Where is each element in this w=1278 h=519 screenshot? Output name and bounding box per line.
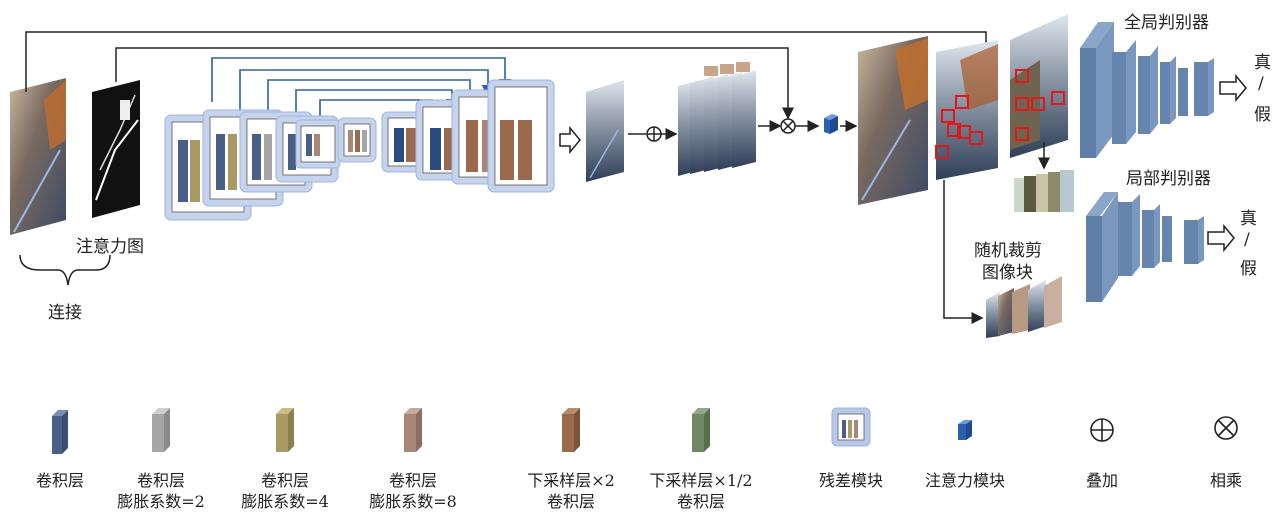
legend-item-conv: 卷积层 — [0, 470, 125, 491]
legend-item-dilated-4: 卷积层 膨胀系数=4 — [220, 470, 350, 512]
dilated-conv-4-cube — [276, 408, 294, 452]
legend-item-dilated-8: 卷积层 膨胀系数=8 — [348, 470, 478, 512]
encoder-frames — [164, 109, 341, 221]
downsample-cube — [562, 408, 580, 452]
local-fake-label: 假 — [1240, 259, 1257, 279]
local-slash-label: / — [1244, 230, 1250, 250]
global-real-label: 真 — [1254, 53, 1271, 73]
input-rainy-image — [10, 78, 66, 235]
decoder-frames — [381, 79, 555, 193]
patch-selection-image — [935, 40, 998, 180]
local-real-label: 真 — [1240, 209, 1257, 229]
residual-block-icon — [831, 407, 871, 447]
legend-item-downsample: 下采样层×2 卷积层 — [506, 470, 636, 512]
legend-item-dilated-2: 卷积层 膨胀系数=2 — [96, 470, 226, 512]
local-discriminator-label: 局部判别器 — [1126, 169, 1211, 189]
restored-image — [858, 36, 928, 205]
concat-brace — [19, 254, 111, 286]
dilated-conv-8-cube — [404, 408, 422, 452]
attention-map-label: 注意力图 — [76, 237, 144, 257]
concat-label: 连接 — [48, 303, 82, 323]
global-output-arrow — [1219, 73, 1247, 103]
legend-line1: 卷积层 — [260, 471, 309, 490]
legend-line1: 卷积层 — [136, 471, 185, 490]
legend-item-add: 叠加 — [1037, 470, 1167, 491]
ground-truth-image — [1010, 14, 1068, 158]
random-crop-patches-top — [1014, 170, 1074, 212]
global-discriminator — [1080, 22, 1214, 158]
multiply-operator — [780, 118, 796, 134]
legend-line1: 卷积层 — [388, 471, 437, 490]
legend-line1: 下采样层×1/2 — [649, 471, 753, 490]
global-discriminator-label: 全局判别器 — [1124, 13, 1209, 33]
bottleneck-block — [337, 117, 377, 163]
legend-line2: 膨胀系数=2 — [117, 492, 205, 511]
legend-line1: 叠加 — [1085, 471, 1118, 490]
generator-network — [164, 57, 555, 221]
attention-module-icon — [958, 420, 972, 440]
legend-line2: 膨胀系数=4 — [241, 492, 329, 511]
attention-map-image — [92, 80, 140, 218]
random-crop-label-line2: 图像块 — [982, 263, 1033, 283]
attention-module-cube — [824, 114, 838, 134]
legend-item-multiply: 相乘 — [1161, 470, 1278, 491]
generator-output-image — [586, 80, 624, 182]
random-crop-patches-bottom — [986, 276, 1062, 338]
global-slash-label: / — [1258, 74, 1264, 94]
stacked-feature-images — [678, 62, 756, 176]
skip-connection-input — [25, 31, 987, 92]
legend-line2: 卷积层 — [546, 492, 595, 511]
dilated-conv-2-cube — [152, 408, 170, 452]
legend-item-attention: 注意力模块 — [900, 470, 1030, 491]
add-operator — [646, 126, 662, 142]
legend-line1: 卷积层 — [35, 471, 84, 490]
local-discriminator — [1086, 192, 1204, 302]
output-hollow-arrow — [559, 125, 581, 155]
global-fake-label: 假 — [1254, 105, 1271, 125]
legend-line1: 注意力模块 — [924, 471, 1005, 490]
random-crop-label-line1: 随机裁剪 — [974, 241, 1042, 261]
legend-line2: 膨胀系数=8 — [369, 492, 457, 511]
legend-item-upsample: 下采样层×1/2 卷积层 — [636, 470, 766, 512]
skip-connection-attention — [115, 47, 794, 120]
legend-line1: 残差模块 — [818, 471, 883, 490]
legend-item-residual: 残差模块 — [786, 470, 916, 491]
legend-line1: 相乘 — [1209, 471, 1242, 490]
multiply-operator-icon — [1214, 416, 1238, 440]
local-output-arrow — [1207, 223, 1235, 253]
legend-line1: 下采样层×2 — [527, 471, 615, 490]
legend-line2: 卷积层 — [676, 492, 725, 511]
legend-icons — [52, 407, 1238, 454]
upsample-cube — [692, 408, 710, 452]
conv-cube — [52, 410, 68, 454]
add-operator-icon — [1090, 418, 1114, 442]
